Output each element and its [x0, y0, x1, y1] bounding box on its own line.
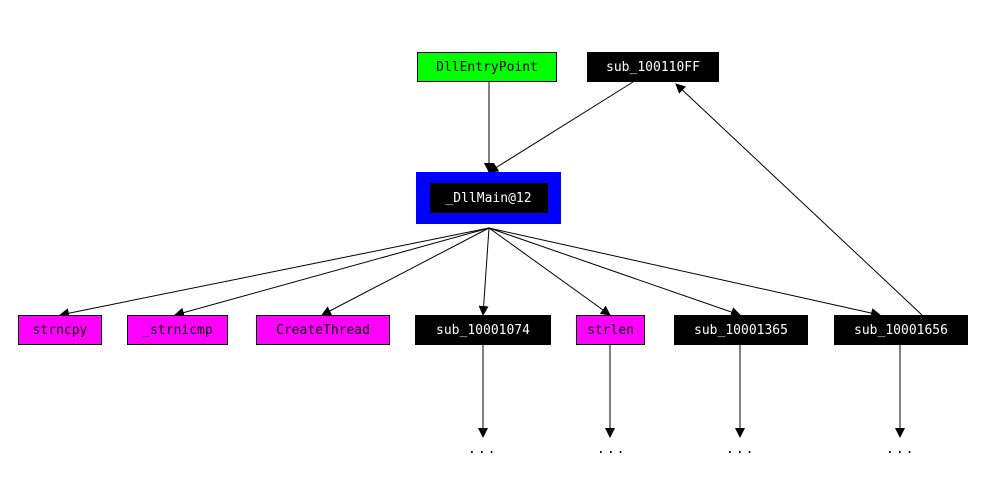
- more-callees-strlen: ...: [597, 442, 627, 457]
- node-sub-10001365[interactable]: sub_10001365: [674, 315, 808, 345]
- node-strnicmp[interactable]: _strnicmp: [127, 315, 228, 345]
- edge-main-to-s1656: [488, 227, 881, 318]
- node-createthread[interactable]: CreateThread: [256, 315, 390, 345]
- edge-main-to-strncpy: [59, 227, 490, 319]
- edge-main-to-strlen: [488, 227, 611, 316]
- more-callees-sub-10001656: ...: [886, 442, 916, 457]
- edge-s1656-to-sub_ff: [675, 83, 923, 316]
- edge-main-to-s1365: [488, 227, 741, 317]
- node-strlen[interactable]: strlen: [576, 315, 645, 345]
- edge-main-to-thread: [321, 227, 490, 316]
- node-sub-10001074[interactable]: sub_10001074: [415, 315, 551, 345]
- node-dllentrypoint[interactable]: DllEntryPoint: [417, 52, 557, 82]
- edge-main-to-strnicmp: [174, 227, 490, 318]
- node-dllmain[interactable]: _DllMain@12: [429, 183, 548, 213]
- node-sub-10001656[interactable]: sub_10001656: [834, 315, 968, 345]
- edge-main-to-s1074: [478, 227, 490, 316]
- edge-sub_ff-to-main: [488, 81, 634, 173]
- more-callees-sub-10001365: ...: [726, 442, 756, 457]
- node-sub-100110ff[interactable]: sub_100110FF: [587, 52, 719, 82]
- node-selection-highlight: _DllMain@12: [416, 172, 561, 224]
- more-callees-sub-10001074: ...: [468, 442, 498, 457]
- node-strncpy[interactable]: strncpy: [18, 315, 102, 345]
